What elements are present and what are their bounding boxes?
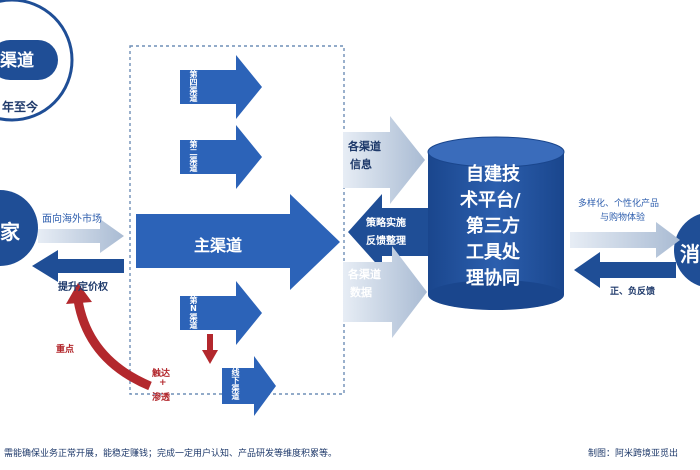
raise-pricing-label: 提升定价权 (58, 282, 108, 293)
channel-2-label: 第二渠道 (189, 140, 198, 172)
experience-label-1: 多样化、个性化产品 (578, 199, 660, 209)
reach-label-plus: + (159, 378, 167, 388)
channel-info-label-1: 各渠道 (348, 140, 381, 153)
red-curve-arrow (73, 299, 152, 391)
platform-cylinder-bottom (428, 280, 564, 310)
pricing-arrow (32, 250, 124, 282)
brand-circle (0, 190, 38, 266)
experience-arrow (570, 222, 680, 258)
overseas-market-label: 面向海外市场 (42, 214, 102, 225)
platform-line-1: 自建技 (466, 164, 520, 185)
main-channel-label: 主渠道 (194, 236, 243, 255)
badge-pill (0, 40, 58, 80)
consumer-label: 消 (680, 242, 700, 266)
reach-label-2: 渗透 (152, 393, 171, 403)
channel-data-label-1: 各渠道 (348, 268, 381, 281)
platform-cylinder-top (427, 136, 565, 168)
experience-label-2: 与购物体验 (600, 213, 646, 223)
badge-channel-label: 渠道 (0, 51, 34, 71)
feedback-label: 正、负反馈 (610, 287, 656, 297)
offline-channel-label: 线下渠道 (231, 368, 240, 400)
key-point-label: 重点 (56, 345, 75, 355)
channel-n-label: 第N渠道 (189, 296, 198, 329)
consumer-circle (674, 213, 700, 287)
platform-line-5: 理协同 (466, 268, 520, 289)
strategy-feedback-arrow (348, 194, 428, 270)
main-channel-arrow (136, 194, 340, 290)
footer-note: 需能确保业务正常开展，能稳定赚钱；完成一定用户认知、产品研发等维度积累等。 (4, 449, 338, 459)
platform-cylinder-body (428, 152, 564, 295)
reach-label-1: 触达 (152, 369, 171, 379)
channel-data-label-2: 数据 (350, 286, 372, 299)
strategy-feedback-label-1: 策略实施 (366, 218, 406, 229)
strategy-feedback-label-2: 反馈整理 (366, 236, 406, 247)
brand-label: 家 (0, 220, 20, 244)
platform-line-4: 工具处 (466, 242, 520, 263)
channel-4-arrow (180, 55, 262, 119)
platform-line-3: 第三方 (466, 216, 520, 237)
platform-line-2: 术平台/ (460, 190, 521, 211)
badge-period-label: 年至今 (2, 100, 39, 114)
red-down-head (202, 350, 218, 364)
red-down-stem (207, 334, 213, 352)
channel-info-arrow (343, 116, 425, 204)
red-curve-head (66, 283, 92, 304)
channel-info-label-2: 信息 (350, 158, 372, 171)
channel-n-arrow (180, 281, 262, 345)
overseas-arrow (38, 219, 124, 253)
offline-arrow (222, 356, 276, 416)
channel-data-arrow (343, 246, 427, 338)
channel-2-arrow (180, 125, 262, 189)
footer-credit: 制图：阿米跨境亚觅出 (588, 449, 679, 459)
feedback-arrow (574, 252, 676, 288)
channel-4-label: 第四渠道 (189, 70, 198, 102)
